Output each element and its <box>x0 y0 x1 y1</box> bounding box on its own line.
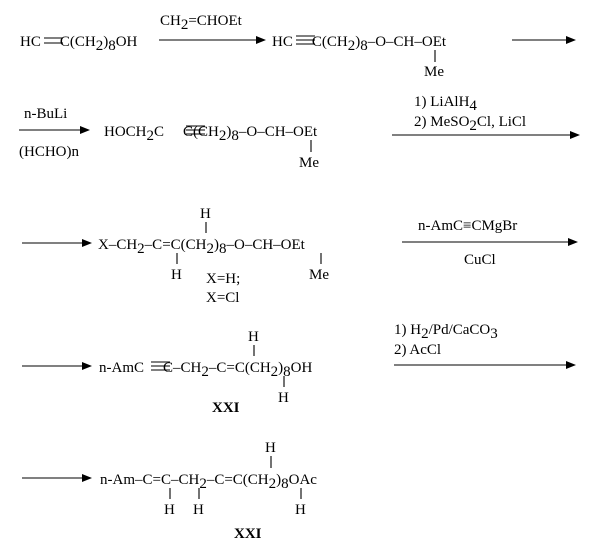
row4-step2: 2) AcCl <box>394 342 441 358</box>
hydrogen-label: H <box>248 329 259 345</box>
x-option-cl: X=Cl <box>206 290 239 306</box>
svg-text:HCC(CH2)8OH: HCC(CH2)8OH <box>20 34 138 54</box>
row2-step1: 1) LiAlH4 <box>414 94 477 114</box>
row3-product: X–CH2–C=C(CH2)8–O–CH–OEt H H Me X=H; X=C… <box>98 206 329 306</box>
hydrogen-label: H <box>265 440 276 456</box>
row3-lead-arrow <box>22 239 92 247</box>
hydrogen-label: H <box>200 206 211 222</box>
compound-label: XXI <box>234 526 262 542</box>
row1-arrow: CH2=CHOEt <box>159 13 266 44</box>
hydrogen-label: H <box>193 502 204 518</box>
row4-step1: 1) H2/Pd/CaCO3 <box>394 322 498 342</box>
hydrogen-label: H <box>278 390 289 406</box>
row3-arrow-right: n-AmC≡CMgBr CuCl <box>402 218 578 268</box>
hydrogen-label: H <box>295 502 306 518</box>
row3-reagent-bottom: CuCl <box>464 252 496 268</box>
methyl-label: Me <box>309 267 329 283</box>
methyl-label: Me <box>424 64 444 80</box>
svg-text:X–CH2–C=C(CH2)8–O–CH–OEt: X–CH2–C=C(CH2)8–O–CH–OEt <box>98 237 306 257</box>
row2-arrow-right: 1) LiAlH4 2) MeSO2Cl, LiCl <box>392 94 580 139</box>
row1-reagent: CH2=CHOEt <box>160 13 243 33</box>
compound-label: XXI <box>212 400 240 416</box>
row4-arrow-right: 1) H2/Pd/CaCO3 2) AcCl <box>394 322 576 369</box>
row2-reagent-bottom: (HCHO)n <box>19 144 79 160</box>
row5-product: n-Am–C=C–CH2–C=C(CH2)8OAc H H H H XXI <box>100 440 317 542</box>
svg-text:HCC(CH2)8–O–CH–OEt: HCC(CH2)8–O–CH–OEt <box>272 34 447 54</box>
row4-lead-arrow <box>22 362 92 370</box>
row3-reagent-top: n-AmC≡CMgBr <box>418 218 517 234</box>
row1-continue-arrow <box>512 36 576 44</box>
row5-lead-arrow <box>22 474 92 482</box>
row2-step2: 2) MeSO2Cl, LiCl <box>414 114 526 134</box>
svg-text:n-Am–C=C–CH2–C=C(CH2)8OAc: n-Am–C=C–CH2–C=C(CH2)8OAc <box>100 472 317 492</box>
x-option-h: X=H; <box>206 271 240 287</box>
hydrogen-label: H <box>171 267 182 283</box>
row2-reagent-top: n-BuLi <box>24 106 67 122</box>
methyl-label: Me <box>299 155 319 171</box>
hydrogen-label: H <box>164 502 175 518</box>
row2-arrow: n-BuLi (HCHO)n <box>19 106 90 160</box>
